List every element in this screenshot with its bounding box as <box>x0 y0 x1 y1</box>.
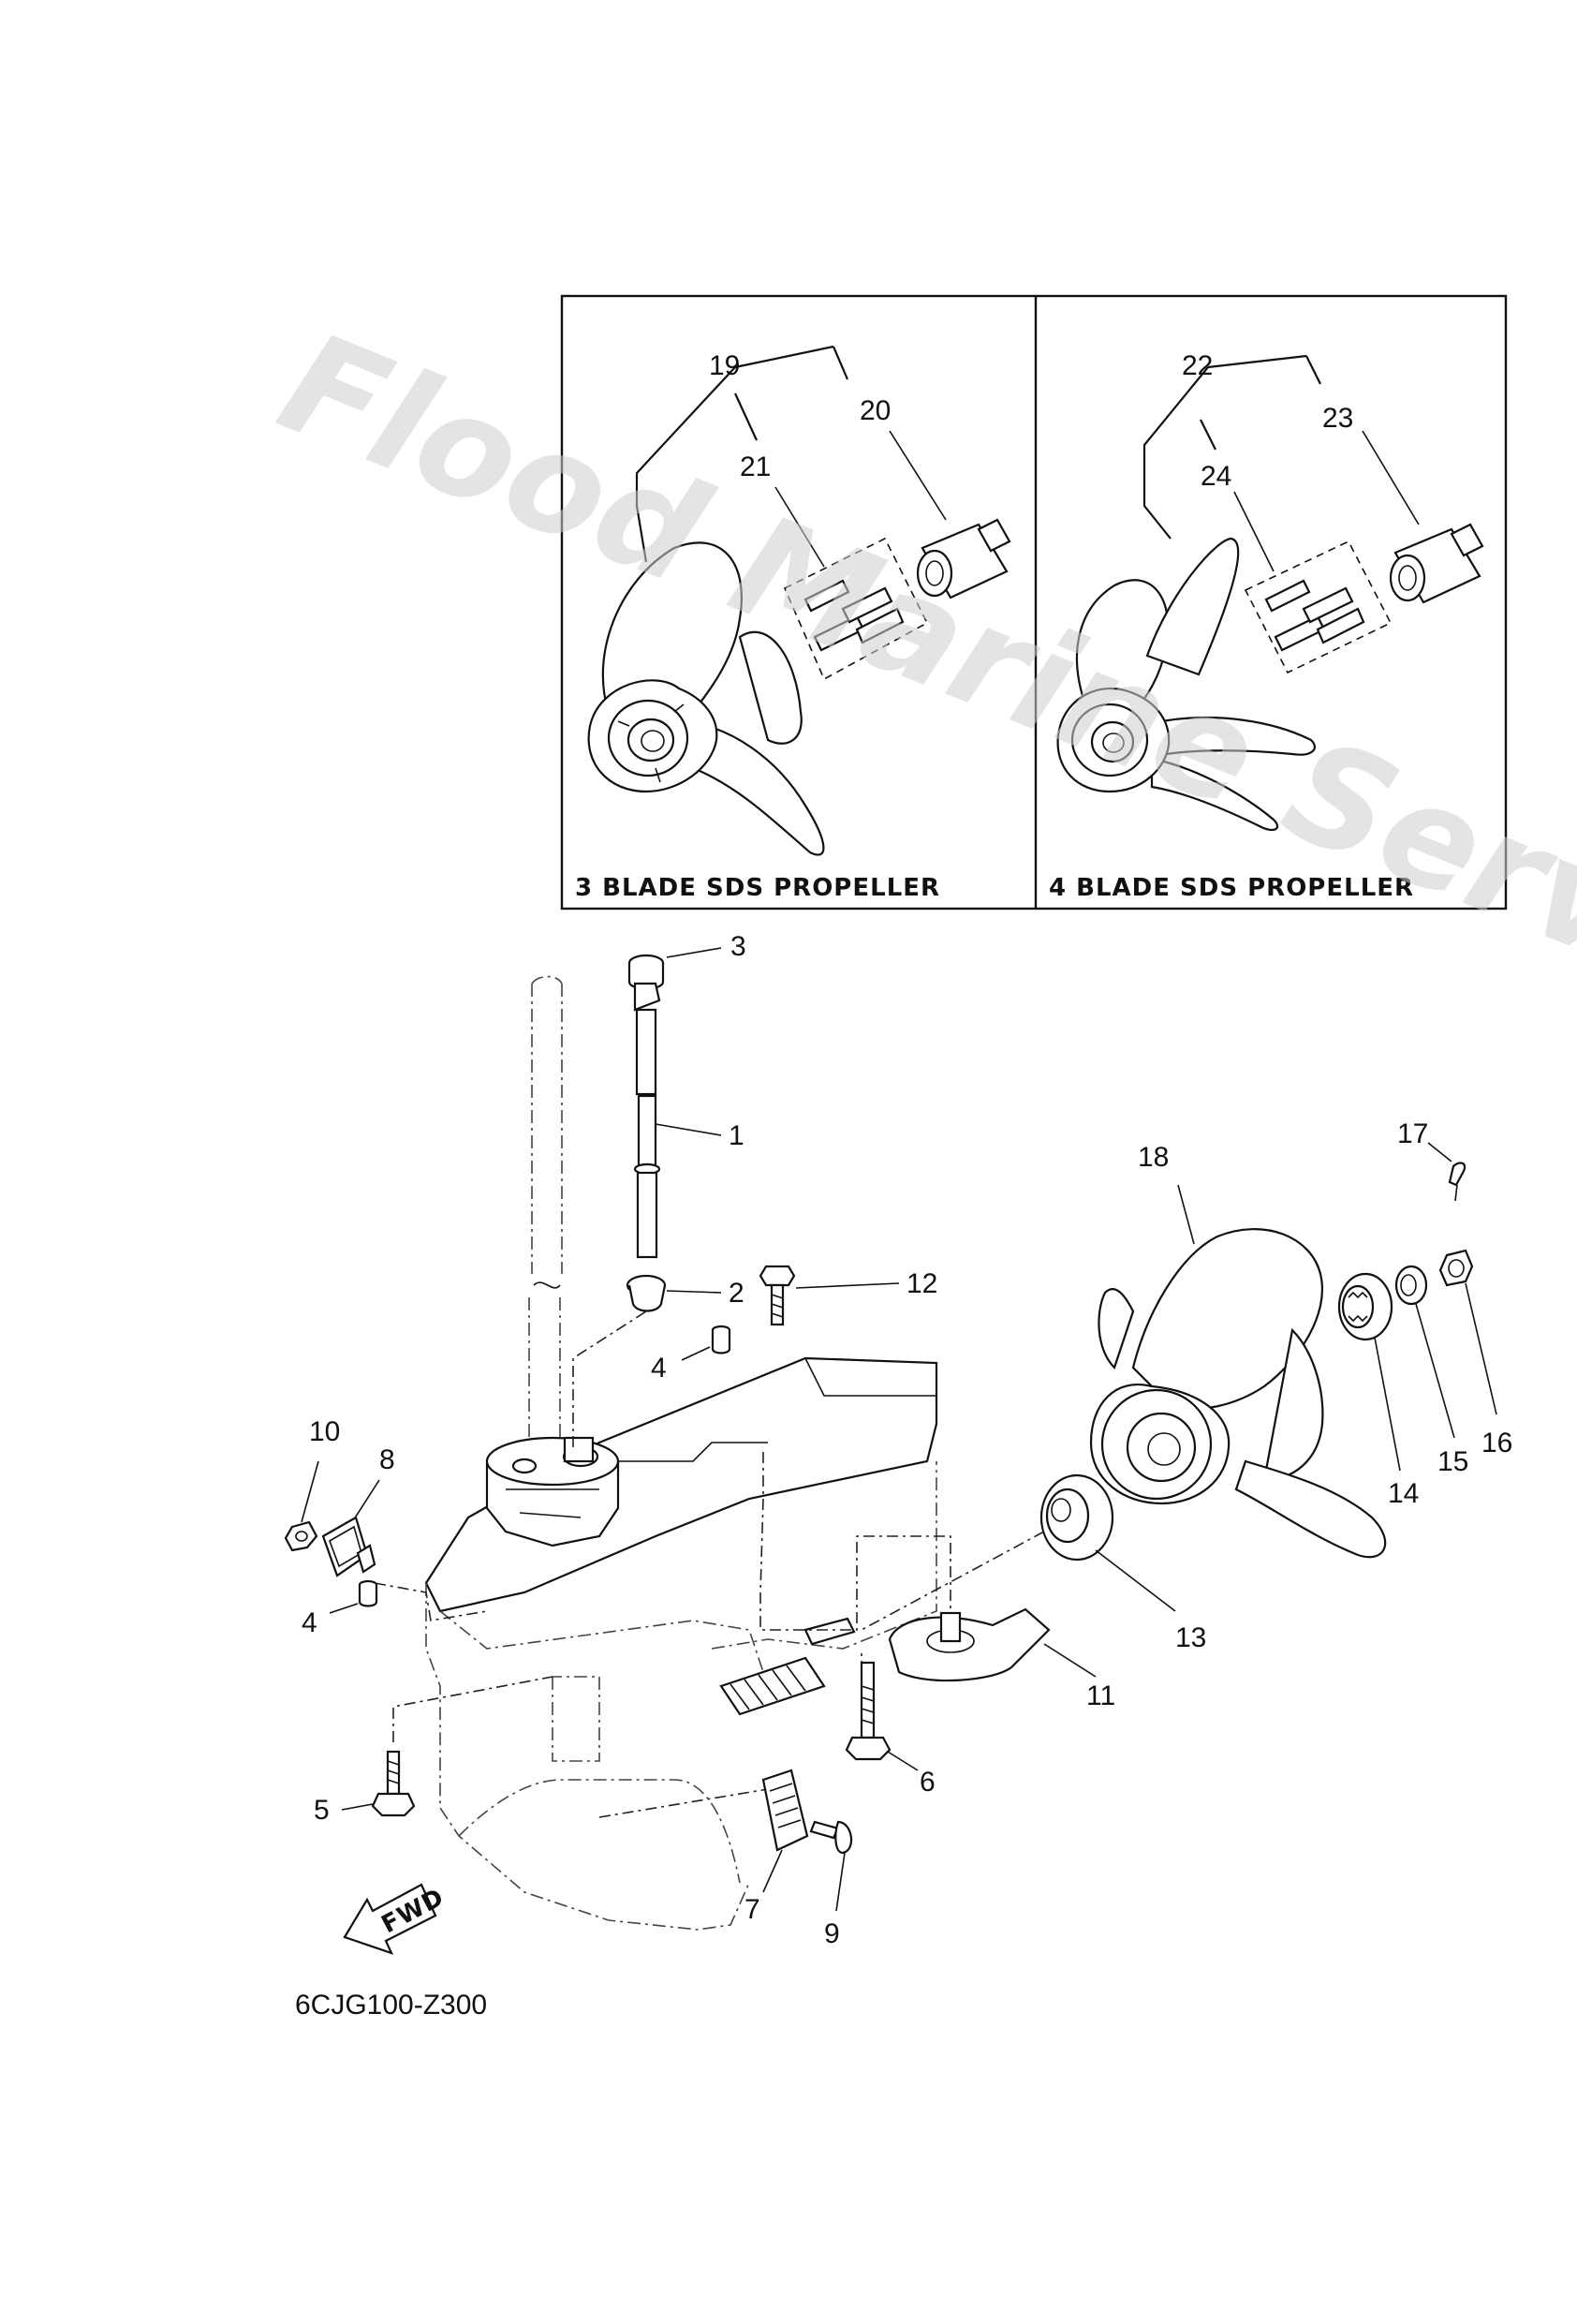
callout-4-upper: 4 <box>651 1353 667 1384</box>
four-blade-propeller-set: 22 23 24 <box>1056 350 1484 832</box>
diagram-code: 6CJG100-Z300 <box>295 1990 487 2021</box>
spline-washer-20 <box>916 518 1011 600</box>
shaft-1: 1 <box>633 982 744 1259</box>
thrust-washer-13: 13 <box>861 1473 1206 1653</box>
washer-15: 15 <box>1394 1265 1468 1477</box>
anode-7: 7 <box>744 1769 809 1925</box>
callout-14: 14 <box>1388 1478 1419 1509</box>
callout-11: 11 <box>1086 1680 1115 1711</box>
callout-9: 9 <box>824 1918 840 1949</box>
spline-washer-23 <box>1389 523 1484 604</box>
bracket-19-branches <box>734 345 849 441</box>
nut-16: 16 <box>1438 1249 1512 1458</box>
inset-frame <box>560 294 1508 910</box>
callout-12: 12 <box>906 1268 937 1299</box>
bracket-22-branches <box>1200 354 1321 451</box>
bolt-12: 12 <box>759 1265 937 1326</box>
watermark: Flood Marine Services <box>259 302 1577 1108</box>
callout-23: 23 <box>1322 403 1353 434</box>
callout-22: 22 <box>1182 350 1213 381</box>
callout-13: 13 <box>1175 1622 1206 1653</box>
propeller-inset-panels: 3 BLADE SDS PROPELLER 4 BLADE SDS PROPEL… <box>560 294 1508 910</box>
propeller-shaft <box>719 1617 856 1716</box>
callout-7: 7 <box>744 1894 760 1925</box>
callout-19: 19 <box>709 350 740 381</box>
propeller-18: 18 <box>1089 1142 1387 1559</box>
callout-10: 10 <box>309 1416 340 1447</box>
three-blade-propeller-set: 19 20 21 <box>587 345 1011 856</box>
grommet-2: 2 <box>626 1274 744 1312</box>
callout-3: 3 <box>730 931 746 962</box>
callout-4-lower: 4 <box>302 1607 317 1638</box>
lower-casing-gearcase <box>424 1310 951 1931</box>
leader-20 <box>889 430 947 521</box>
forward-arrow: FWD <box>343 1883 450 1955</box>
leader-24 <box>1233 491 1275 572</box>
callout-20: 20 <box>860 395 891 426</box>
bushing-3: 3 <box>627 931 746 990</box>
callout-16: 16 <box>1481 1428 1512 1458</box>
callout-15: 15 <box>1437 1446 1468 1477</box>
callout-17: 17 <box>1397 1118 1428 1149</box>
drive-shaft-ghost <box>528 975 563 1461</box>
caption-4-blade: 4 BLADE SDS PROPELLER <box>1049 874 1414 902</box>
callout-24: 24 <box>1201 461 1231 492</box>
bolt-6: 6 <box>845 1661 936 1798</box>
dowel-pin-4-upper: 4 <box>651 1325 731 1384</box>
nut-10: 10 <box>284 1416 488 1621</box>
cotter-pin-17: 17 <box>1397 1118 1466 1202</box>
trim-tab-11: 11 <box>888 1607 1115 1711</box>
leader-23 <box>1362 430 1420 525</box>
spacer-14: 14 <box>1337 1272 1419 1509</box>
caption-3-blade: 3 BLADE SDS PROPELLER <box>575 874 940 902</box>
callout-8: 8 <box>379 1444 395 1475</box>
four-blade-propeller-icon <box>1056 537 1316 832</box>
spline-bushing-set-24 <box>1244 540 1393 674</box>
screw-9: 9 <box>809 1820 853 1949</box>
callout-1: 1 <box>729 1120 744 1151</box>
callout-2: 2 <box>729 1278 744 1309</box>
callout-5: 5 <box>314 1795 330 1826</box>
callout-6: 6 <box>920 1767 936 1798</box>
dowel-pin-4-lower: 4 <box>302 1579 378 1638</box>
water-pump-housing <box>485 1436 620 1547</box>
bracket-22 <box>1142 366 1209 540</box>
callout-21: 21 <box>740 451 771 482</box>
three-blade-propeller-icon <box>587 541 825 856</box>
callout-18: 18 <box>1138 1142 1169 1173</box>
bracket-19 <box>635 366 736 563</box>
spline-bushing-set-21 <box>783 537 929 681</box>
plate-8: 8 <box>321 1444 395 1577</box>
leader-21 <box>774 486 825 568</box>
bolt-5: 5 <box>314 1676 553 1826</box>
